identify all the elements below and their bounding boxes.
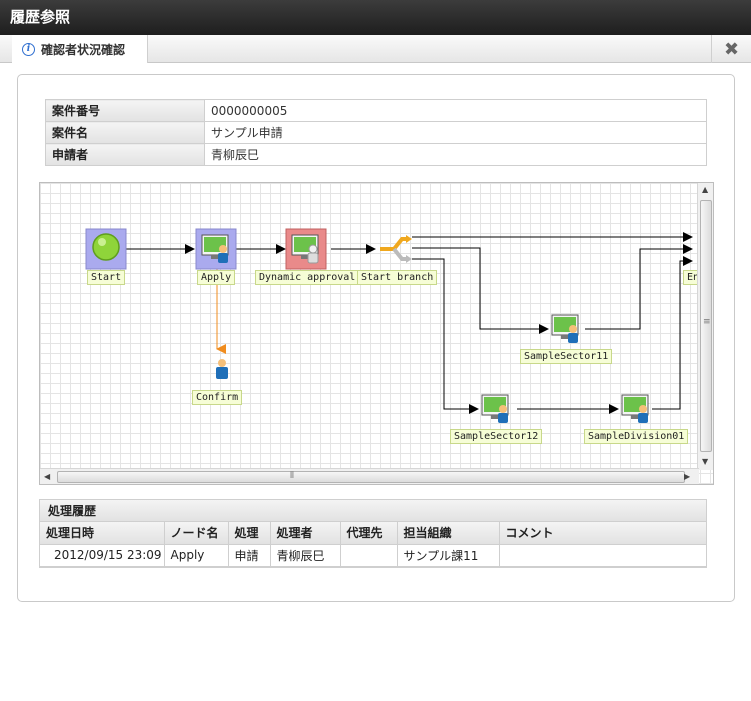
dynamic-approval-node-icon[interactable]	[285, 228, 327, 270]
window-title: 履歴参照	[0, 0, 751, 35]
horizontal-scroll-thumb[interactable]: ⦀	[57, 471, 685, 483]
info-row-case-name: 案件名 サンプル申請	[45, 121, 707, 144]
tab-label: 確認者状況確認	[41, 42, 126, 57]
edge-sector11-end	[585, 244, 693, 330]
cell-node-name: Apply	[164, 544, 229, 567]
scroll-up-icon[interactable]: ▲	[702, 185, 709, 194]
cell-comment	[499, 544, 706, 567]
history-section: 処理履歴 処理日時 ノード名 処理 処理者 代理先 担当組織 コメント 2012…	[39, 499, 707, 568]
cell-processed-at: 2012/09/15 23:09	[40, 544, 165, 567]
col-comment: コメント	[499, 522, 706, 545]
cell-organization: サンプル課11	[397, 544, 500, 567]
vertical-scroll-thumb[interactable]: ≡	[700, 200, 712, 452]
confirm-node-icon[interactable]	[216, 359, 228, 379]
applicant-label: 申請者	[45, 143, 205, 166]
scroll-left-icon[interactable]: ◀	[44, 472, 51, 481]
col-proxy: 代理先	[340, 522, 398, 545]
flow-diagram-canvas[interactable]: Start Apply Confirm Dynamic approval Sta…	[39, 182, 714, 485]
node-label-apply: Apply	[197, 270, 236, 285]
history-title: 処理履歴	[40, 500, 706, 522]
vertical-scrollbar[interactable]: ▲ ≡ ▼	[697, 183, 713, 470]
history-table: 処理日時 ノード名 処理 処理者 代理先 担当組織 コメント 2012/09/1…	[40, 522, 706, 567]
grip-icon: ≡	[703, 317, 711, 327]
col-organization: 担当組織	[397, 522, 500, 545]
branch-node-icon[interactable]	[380, 235, 412, 263]
table-row: 2012/09/15 23:09 Apply 申請 青柳辰巳 サンプル課11	[40, 544, 706, 567]
info-row-case-number: 案件番号 0000000005	[45, 99, 707, 122]
history-header-row: 処理日時 ノード名 処理 処理者 代理先 担当組織 コメント	[40, 522, 706, 545]
case-name-value: サンプル申請	[204, 121, 707, 144]
col-node-name: ノード名	[164, 522, 229, 545]
start-node-icon[interactable]	[85, 228, 127, 270]
scroll-down-icon[interactable]: ▼	[702, 457, 709, 466]
info-row-applicant: 申請者 青柳辰巳	[45, 143, 707, 166]
grip-icon: ⦀	[290, 471, 294, 481]
case-info-table: 案件番号 0000000005 案件名 サンプル申請 申請者 青柳辰巳	[45, 99, 707, 166]
flow-edges	[125, 232, 693, 414]
cell-action: 申請	[228, 544, 271, 567]
node-label-sample-division01: SampleDivision01	[584, 429, 689, 444]
apply-node-icon[interactable]	[195, 228, 237, 270]
sample-sector11-node-icon[interactable]	[551, 314, 579, 343]
edge-branch-sector12	[412, 258, 479, 414]
sample-sector12-node-icon[interactable]	[481, 394, 509, 423]
horizontal-scrollbar[interactable]: ◀ ⦀ ▶	[40, 468, 699, 484]
edge-division01-end	[652, 256, 693, 410]
col-processor: 処理者	[270, 522, 341, 545]
node-label-sample-sector11: SampleSector11	[520, 349, 613, 364]
col-action: 処理	[228, 522, 271, 545]
edge-branch-sector11	[412, 247, 549, 334]
content-panel: 案件番号 0000000005 案件名 サンプル申請 申請者 青柳辰巳	[17, 74, 735, 602]
sample-division01-node-icon[interactable]	[621, 394, 649, 423]
node-label-dynamic-approval: Dynamic approval	[255, 270, 360, 285]
close-button[interactable]: ✖	[711, 35, 751, 63]
cell-processor: 青柳辰巳	[270, 544, 341, 567]
cell-proxy	[340, 544, 398, 567]
info-icon: i	[22, 42, 35, 56]
applicant-value: 青柳辰巳	[204, 143, 707, 166]
node-label-start-branch: Start branch	[357, 270, 438, 285]
case-name-label: 案件名	[45, 121, 205, 144]
scroll-right-icon[interactable]: ▶	[684, 472, 691, 481]
case-number-value: 0000000005	[204, 99, 707, 122]
col-processed-at: 処理日時	[40, 522, 165, 545]
tab-confirmer-status[interactable]: i 確認者状況確認	[12, 35, 148, 63]
tab-bar: i 確認者状況確認 ✖	[0, 35, 751, 63]
case-number-label: 案件番号	[45, 99, 205, 122]
flow-diagram	[85, 228, 693, 423]
node-label-confirm: Confirm	[192, 390, 243, 405]
node-label-sample-sector12: SampleSector12	[450, 429, 543, 444]
node-label-start: Start	[87, 270, 126, 285]
